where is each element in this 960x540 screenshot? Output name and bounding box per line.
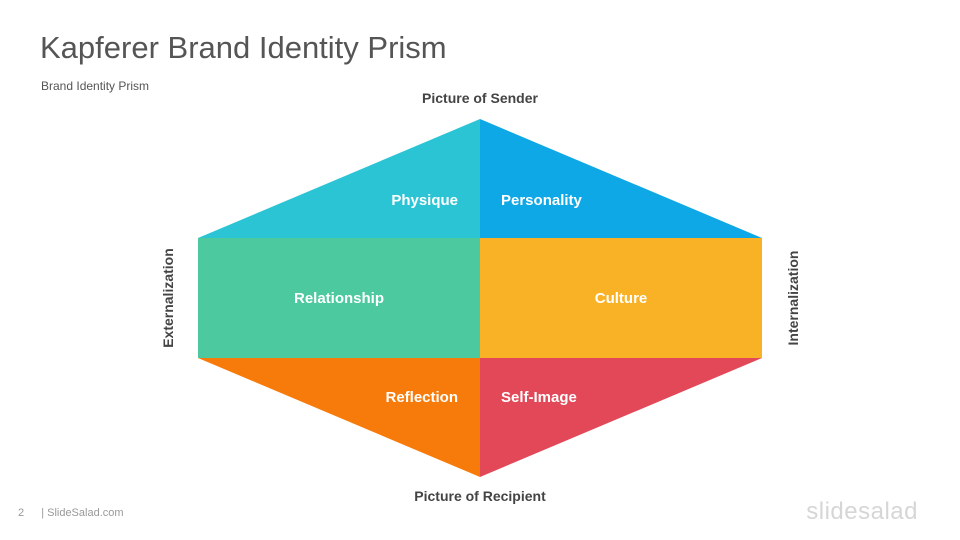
reflection-segment (198, 358, 480, 477)
page-title: Kapferer Brand Identity Prism (40, 30, 447, 65)
culture-label: Culture (595, 290, 648, 307)
page-subtitle: Brand Identity Prism (41, 79, 150, 93)
relationship-segment (198, 238, 480, 358)
page-number: 2 (18, 507, 25, 519)
physique-segment (198, 119, 480, 238)
personality-segment (480, 119, 762, 238)
self-image-segment (480, 358, 762, 477)
reflection-label: Reflection (385, 389, 458, 406)
relationship-label: Relationship (294, 290, 384, 307)
physique-label: Physique (391, 192, 458, 209)
prism-bottom-label: Picture of Recipient (414, 488, 546, 504)
prism-top-label: Picture of Sender (422, 90, 538, 106)
footer: 2 | SlideSalad.com (18, 507, 124, 519)
slidesalad-logo: slidesalad (806, 498, 918, 525)
footer-source: | SlideSalad.com (41, 507, 124, 519)
culture-segment (480, 238, 762, 358)
personality-label: Personality (501, 192, 583, 209)
self-image-label: Self-Image (501, 389, 577, 406)
